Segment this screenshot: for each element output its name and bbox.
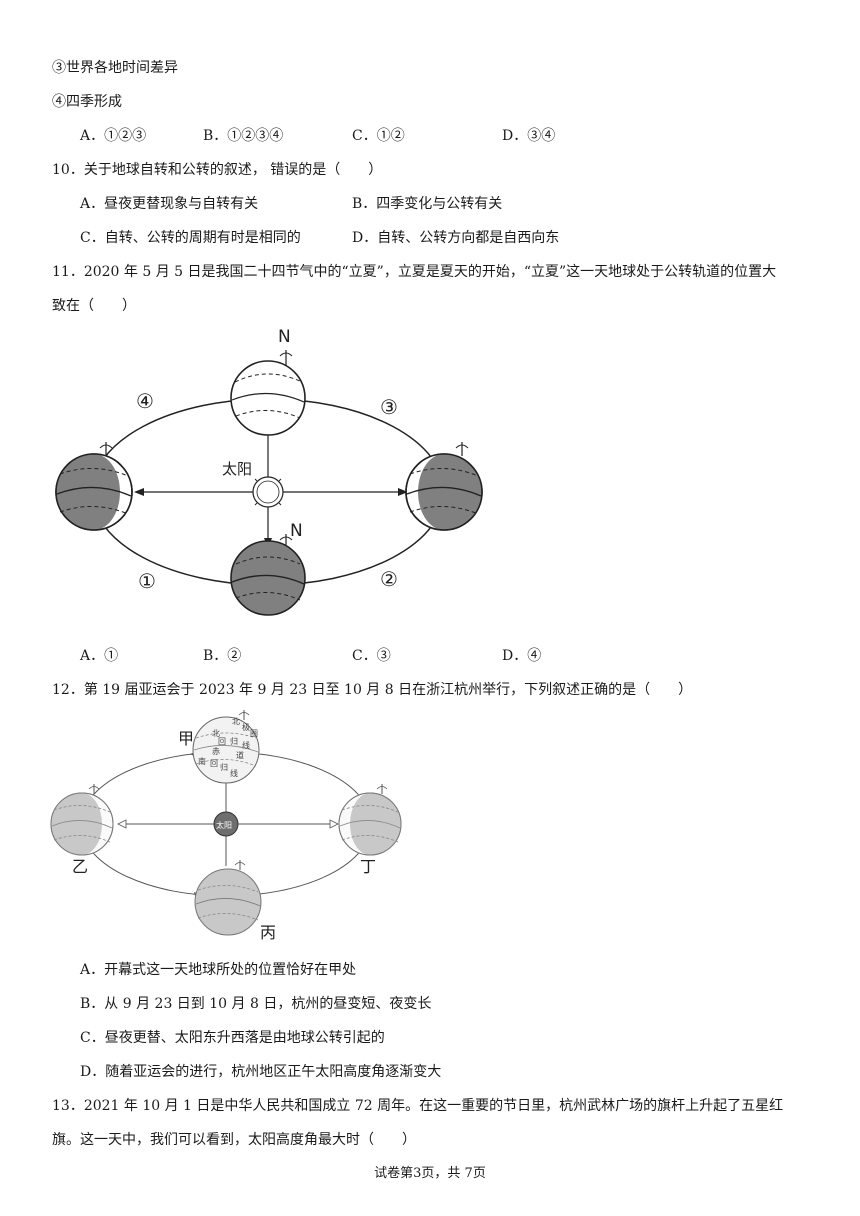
page-footer: 试卷第3页，共 7页 [374, 1166, 486, 1181]
item-3: ③世界各地时间差异 [52, 60, 178, 76]
q11-stem-line2: 致在（ ） [52, 298, 136, 314]
position-1-label: ① [138, 569, 156, 593]
globe-jia-icon [192, 710, 260, 784]
q11-option-a: A．① [80, 648, 119, 664]
sun-icon-2 [213, 811, 239, 837]
q9-option-c: C．①② [352, 128, 405, 144]
globe-bottom-icon [230, 534, 306, 616]
globe-yi-icon [50, 784, 114, 856]
globe-label-1: 极 [242, 722, 250, 732]
q12-option-b: B．从 9 月 23 日到 10 月 8 日，杭州的昼变短、夜变长 [80, 996, 432, 1012]
globe-label-3: 北 [212, 729, 220, 738]
globe-label-12: 线 [230, 768, 238, 778]
q11-option-b: B．② [203, 648, 242, 664]
item-4: ④四季形成 [52, 94, 122, 110]
globe-label-2: 圈 [250, 729, 258, 738]
globe-right-icon [405, 442, 483, 531]
globe-label-10: 回 [210, 759, 218, 768]
position-ding-label: 丁 [360, 857, 376, 876]
q12-option-a: A．开幕式这一天地球所处的位置恰好在甲处 [80, 962, 357, 978]
q12-option-c: C．昼夜更替、太阳东升西落是由地球公转引起的 [80, 1030, 385, 1046]
q9-option-d: D．③④ [502, 128, 556, 144]
position-4-label: ④ [136, 389, 154, 413]
q12-option-d: D．随着亚运会的进行，杭州地区正午太阳高度角逐渐变大 [80, 1064, 442, 1080]
q10-option-a: A．昼夜更替现象与自转有关 [80, 196, 259, 212]
q11-option-d: D．④ [502, 648, 542, 664]
north-label-bottom: N [290, 521, 303, 541]
globe-label-7: 赤 [212, 747, 220, 756]
globe-label-11: 归 [220, 762, 228, 772]
q9-option-b: B．①②③④ [203, 128, 284, 144]
globe-label-4: 回 [218, 737, 226, 746]
q10-option-c: C．自转、公转的周期有时是相同的 [80, 230, 301, 246]
q11-orbit-diagram: 太阳 N N ④ ③ [55, 327, 483, 616]
globe-label-8: 道 [236, 750, 244, 760]
globe-top-icon [230, 350, 306, 436]
position-bing-label: 丙 [260, 923, 276, 942]
q13-stem-line1: 13．2021 年 10 月 1 日是中华人民共和国成立 72 周年。在这一重要… [52, 1098, 784, 1114]
globe-label-9: 南 [198, 756, 206, 766]
q12-orbit-diagram: 太阳 北 极 圈 北 回 归 线 赤 道 南 回 归 线 [50, 710, 402, 942]
globe-bing-icon [194, 860, 262, 936]
position-3-label: ③ [380, 395, 398, 419]
q9-option-a: A．①②③ [80, 128, 147, 144]
sun-label-2: 太阳 [216, 820, 232, 830]
q10-option-b: B．四季变化与公转有关 [352, 196, 503, 212]
sun-icon [250, 474, 286, 510]
q12-stem: 12．第 19 届亚运会于 2023 年 9 月 23 日至 10 月 8 日在… [52, 682, 693, 698]
sun-label: 太阳 [222, 460, 252, 478]
north-label-top: N [278, 327, 291, 347]
q11-option-c: C．③ [352, 648, 391, 664]
globe-label-5: 归 [230, 736, 238, 746]
globe-label-0: 北 [232, 717, 240, 726]
globe-left-icon [55, 442, 133, 531]
position-jia-label: 甲 [178, 729, 194, 748]
q11-stem-line1: 11．2020 年 5 月 5 日是我国二十四节气中的“立夏”，立夏是夏天的开始… [52, 264, 777, 280]
globe-ding-icon [338, 784, 402, 856]
position-2-label: ② [380, 567, 398, 591]
globe-label-6: 线 [242, 740, 250, 750]
q10-stem: 10．关于地球自转和公转的叙述， 错误的是（ ） [52, 162, 383, 178]
q13-stem-line2: 旗。这一天中，我们可以看到，太阳高度角最大时（ ） [52, 1132, 416, 1148]
position-yi-label: 乙 [72, 857, 88, 876]
q10-option-d: D．自转、公转方向都是自西向东 [352, 230, 560, 246]
